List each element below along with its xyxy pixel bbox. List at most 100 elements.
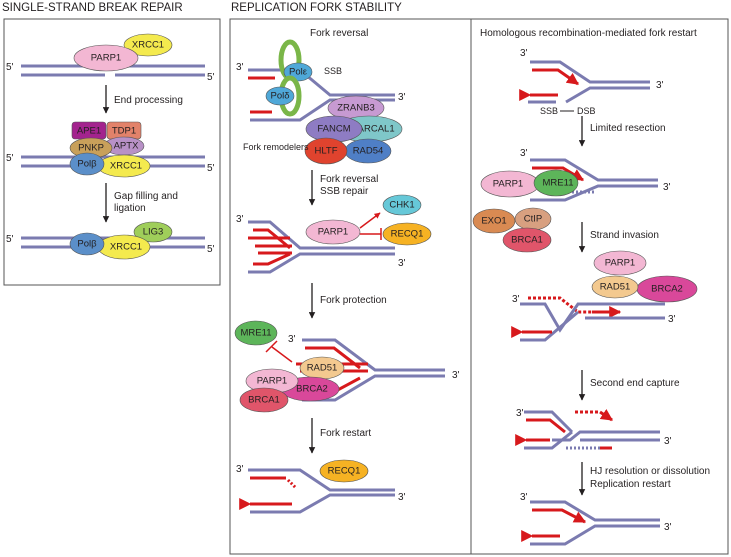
section-title-ssbr: SINGLE-STRAND BREAK REPAIR	[2, 2, 183, 14]
panel-title-hr-restart: Homologous recombination-mediated fork r…	[480, 28, 697, 39]
strand-end-label: 3'	[398, 258, 406, 269]
protein-label: SMARCAL1	[343, 124, 394, 135]
protein-label: RAD51	[307, 363, 338, 374]
step-label: ligation	[114, 203, 146, 214]
step-label: Gap filling and	[114, 191, 178, 202]
step-label: Fork reversal	[320, 174, 378, 185]
rfs-panel-frame	[229, 18, 729, 555]
protein-brca1: BRCA1	[239, 387, 289, 413]
strand-end-label: 3'	[236, 62, 244, 73]
protein-label: APTX	[114, 141, 139, 152]
protein-label: XRCC1	[110, 242, 142, 253]
activation-arrow	[359, 212, 381, 229]
strand-end-label: 5'	[6, 153, 14, 164]
protein-label: Polδ	[270, 91, 289, 102]
protein-label: Polβ	[77, 159, 97, 170]
inhibition-line	[271, 346, 293, 363]
strand-end-label: 3'	[512, 294, 520, 305]
protein-rad51: RAD51	[299, 356, 345, 380]
protein-exo1: EXO1	[472, 208, 516, 234]
step-label: SSB repair	[320, 186, 369, 197]
strand-end-label: 5'	[207, 244, 215, 255]
strand-end-label: 3'	[398, 92, 406, 103]
strand-end-label: 3'	[664, 522, 672, 533]
step-label: Second end capture	[590, 378, 680, 389]
protein-recq1: RECQ1	[382, 222, 432, 246]
section-title-rfs: REPLICATION FORK STABILITY	[231, 2, 402, 14]
protein-polb: Polβ	[69, 232, 105, 256]
strand-end-label: 5'	[207, 163, 215, 174]
protein-label: APE1	[77, 126, 101, 137]
ssb-label: SSB	[540, 106, 558, 116]
protein-label: PARP1	[91, 53, 121, 64]
protein-label: XRCC1	[132, 40, 164, 51]
protein-label: MRE11	[543, 178, 574, 189]
protein-parp1: PARP1	[305, 219, 361, 245]
protein-ape1: APE1	[71, 121, 107, 140]
protein-xrcc1: XRCC1	[97, 234, 151, 260]
protein-label: PNKP	[78, 143, 104, 154]
protein-ctip: CtIP	[514, 207, 552, 231]
ssbr-panel-frame	[3, 18, 221, 286]
strand-end-label: 3'	[656, 80, 664, 91]
protein-label: PARP1	[493, 179, 523, 190]
step-label: HJ resolution or dissolution	[590, 466, 710, 477]
protein-label: XRCC1	[110, 161, 142, 172]
inhibition-bar	[265, 340, 278, 353]
protein-label: RECQ1	[328, 466, 361, 477]
protein-label: RECQ1	[391, 229, 424, 240]
step-label: Replication restart	[590, 479, 671, 490]
protein-label: Polβ	[77, 239, 97, 250]
protein-lig3: LIG3	[133, 221, 173, 243]
protein-label: MRE11	[241, 328, 272, 339]
panel-title-fork-reversal: Fork reversal	[310, 28, 368, 39]
ssb-label: SSB	[324, 66, 342, 76]
protein-label: ZRANB3	[337, 103, 374, 114]
protein-mre11: MRE11	[234, 320, 278, 346]
protein-fancm: FANCM	[305, 115, 363, 143]
protein-label: Polε	[289, 67, 308, 78]
protein-label: BRCA1	[511, 235, 543, 246]
protein-rad51: RAD51	[591, 275, 639, 299]
protein-pold: Polδ	[265, 75, 302, 117]
step-label: Limited resection	[590, 123, 666, 134]
protein-rad54: RAD54	[344, 138, 392, 164]
strand-end-label: 3'	[668, 314, 676, 325]
strand-end-label: 3'	[452, 370, 460, 381]
protein-label: RAD51	[600, 282, 631, 293]
protein-hltf: HLTF	[304, 137, 348, 165]
fork-dna-2	[248, 220, 395, 274]
protein-xrcc1: XRCC1	[97, 154, 151, 178]
protein-brca2: BRCA2	[636, 275, 698, 303]
protein-label: PARP1	[605, 258, 635, 269]
fork-dna-4	[239, 468, 395, 514]
protein-label: BRCA1	[248, 395, 280, 406]
step-label: Fork protection	[320, 295, 387, 306]
protein-label: LIG3	[143, 227, 164, 238]
protein-parp1: PARP1	[480, 170, 540, 198]
step-label: Fork restart	[320, 428, 371, 439]
protein-label: RAD54	[353, 146, 384, 157]
protein-chk1: CHK1	[382, 194, 422, 216]
strand-end-label: 3'	[516, 408, 524, 419]
protein-tdp1: TDP1	[106, 121, 142, 140]
dsb-label: DSB	[577, 106, 596, 116]
strand-end-label: 3'	[520, 148, 528, 159]
hr-dna-3	[511, 296, 665, 342]
protein-label: CHK1	[389, 200, 414, 211]
protein-label: CtIP	[524, 214, 542, 225]
protein-recq1: RECQ1	[319, 459, 369, 483]
protein-parp1: PARP1	[73, 44, 139, 72]
step-label: End processing	[114, 95, 183, 106]
strand-end-label: 3'	[664, 436, 672, 447]
hr-dna-1	[519, 60, 650, 104]
protein-mre11: MRE11	[533, 169, 579, 197]
strand-end-label: 3'	[288, 334, 296, 345]
protein-label: BRCA2	[296, 384, 328, 395]
fork-remodelers-label: Fork remodelers	[243, 142, 309, 152]
protein-brca1: BRCA1	[502, 227, 552, 253]
protein-label: HLTF	[314, 146, 337, 157]
protein-label: TDP1	[112, 126, 136, 137]
protein-polb: Polβ	[69, 152, 105, 176]
